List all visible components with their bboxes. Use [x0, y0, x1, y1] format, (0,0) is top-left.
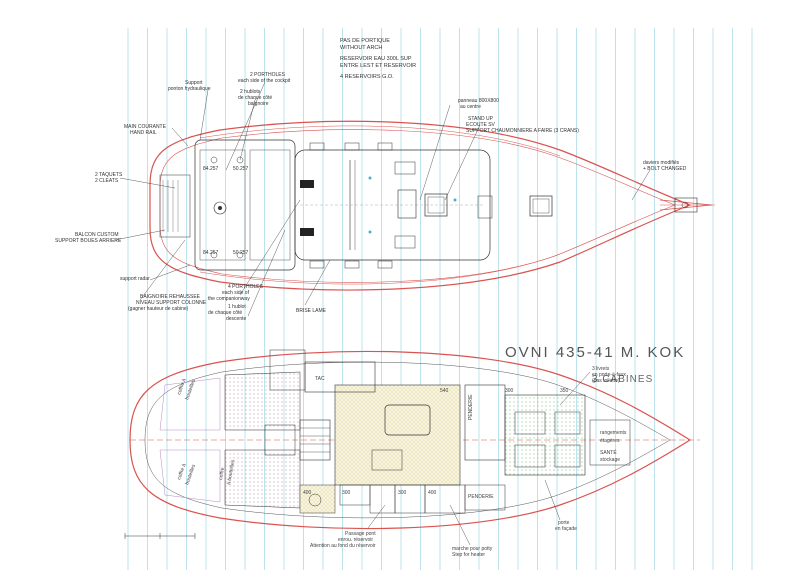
dim-4: 400: [428, 490, 437, 496]
label-step-heater: Step for heater: [452, 552, 485, 558]
room-tac: TAC: [315, 376, 325, 382]
label-pas-toilette: (pas toilette): [592, 378, 620, 384]
label-bolt: + BOLT CHANGED: [643, 166, 687, 172]
label-support-boues: SUPPORT BOUES ARRIERE: [55, 238, 122, 244]
label-etageres: étagères: [600, 438, 620, 444]
scale-bar: [124, 533, 196, 539]
note-between-ballast: ENTRE LEST ET RESERVOIR: [340, 63, 416, 69]
note-water-tank: RESERVOIR EAU 300L SUP: [340, 56, 412, 62]
label-au-centre: au centre: [460, 104, 481, 110]
label-en-facade: en façade: [555, 526, 577, 532]
label-coffre-a: coffre à: [176, 378, 187, 396]
label-cleats: 2 CLEATS: [95, 178, 119, 184]
note-no-arch: PAS DE PORTIQUE: [340, 38, 390, 44]
hatch-size-1: 84.257: [203, 166, 219, 172]
label-enrou: enrou. réservoir: [338, 537, 373, 543]
label-porte-a-faux: en porte-à-faux: [592, 372, 626, 378]
label-marche: marche pour potty: [452, 546, 493, 552]
dim-7: 350: [560, 388, 569, 394]
label-passage: Passage pont: [345, 531, 376, 537]
label-porte: porte: [558, 520, 570, 526]
label-hublot: 1 hublot: [228, 304, 246, 310]
label-panneau: panneau 800X800: [458, 98, 499, 104]
label-portholes-4: 4 PORTHOLES: [228, 284, 264, 290]
label-hublots-side: de chaque côté: [238, 95, 272, 101]
label-chaumonniere: SUPPORT CHAUMONNIERE A FAIRE (3 CRANS): [466, 128, 579, 134]
label-baignoire: baignoire: [248, 101, 269, 107]
label-main-courante: MAIN COURANTE: [124, 124, 167, 130]
label-support: Support: [185, 80, 203, 86]
hatch-size-2: 50.257: [233, 166, 249, 172]
label-each-side: each side of: [222, 290, 250, 296]
drawing-title: OVNI 435-41 M. KOK: [505, 344, 685, 361]
label-gagner-hauteur: (gagner hauteur de cabine): [128, 306, 189, 312]
label-hublot-side: de chaque côté: [208, 310, 242, 316]
dim-3: 300: [398, 490, 407, 496]
label-daviers: daviers modifiés: [643, 160, 680, 166]
label-coffre-b: coffre à: [176, 463, 187, 481]
label-stockage: stockage: [600, 457, 620, 463]
label-ponton: ponton hydraulique: [168, 86, 211, 92]
label-stand-up: STAND UP: [468, 116, 494, 122]
dim-2: 300: [342, 490, 351, 496]
hatch-size-3: 84.257: [203, 250, 219, 256]
label-penderie-2: PENDERIE: [468, 494, 494, 500]
label-companionway: the companionway: [208, 296, 250, 302]
label-hublots: 2 hublots: [240, 89, 261, 95]
label-rangements: rangements: [600, 430, 627, 436]
drawing-subtitle: 3 CABINES: [592, 374, 653, 385]
label-portholes-side: each side of the cockpit: [238, 78, 291, 84]
dim-6: 300: [505, 388, 514, 394]
label-attention: Attention au fond du réservoir: [310, 543, 376, 549]
label-sante: SANTÉ: [600, 449, 617, 456]
label-livrets: 3 livrets: [592, 366, 610, 372]
note-without-arch: WITHOUT ARCH: [340, 45, 382, 51]
dim-5: 540: [440, 388, 449, 394]
label-penderie: PENDERIE: [468, 394, 474, 420]
note-fuel-tanks: 4 RESERVOIRS G.O.: [340, 74, 394, 80]
label-brise-lame: BRISE LAME: [296, 308, 327, 314]
label-baignoire-rehaussee: BAIGNOIRE REHAUSSEE: [140, 294, 201, 300]
label-ecoute: ECOUTE SV: [466, 122, 496, 128]
interior-plan: [129, 349, 700, 546]
hatch-size-4: 50.257: [233, 250, 249, 256]
label-hand-rail: HAND RAIL: [130, 130, 157, 136]
label-taquets: 2 TAQUETS: [95, 172, 123, 178]
label-support-radar: support radar: [120, 276, 150, 282]
label-coffre-c2: à bouteilles: [226, 459, 236, 485]
label-coffre-c: coffre: [218, 467, 226, 480]
dim-1: 400: [303, 490, 312, 496]
deck-hull-outline: [149, 120, 692, 291]
label-balcon: BALCON CUSTOM: [75, 232, 119, 238]
label-niveau-support: NIVEAU SUPPORT COLONNE: [136, 300, 207, 306]
deck-plan: [114, 81, 715, 317]
label-portholes: 2 PORTHOLES: [250, 72, 286, 78]
label-descente: descente: [226, 316, 247, 322]
